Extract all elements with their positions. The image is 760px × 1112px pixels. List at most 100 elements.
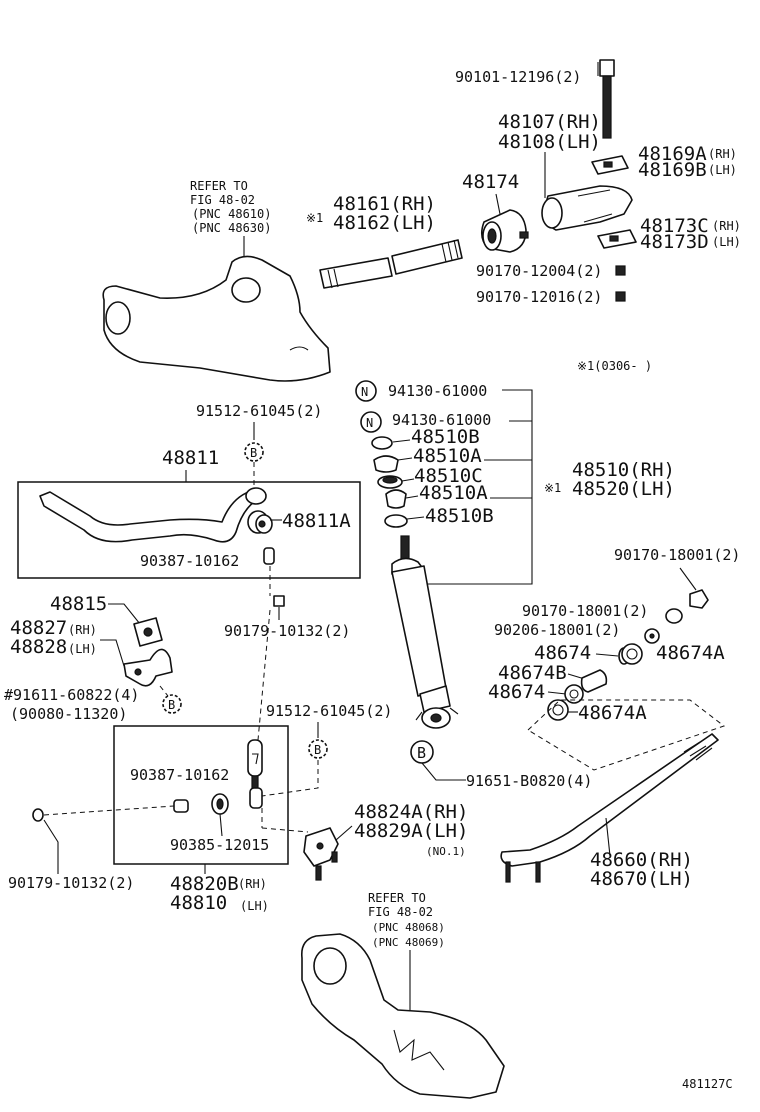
collar-48510c <box>377 475 403 489</box>
label-90385: 90385-12015 <box>170 836 269 854</box>
label-48173d-lh: (LH) <box>712 235 741 249</box>
washer-48510b-bot <box>384 514 408 528</box>
label-48510b-1: 48510B <box>411 426 480 448</box>
label-48670: 48670(LH) <box>590 868 693 890</box>
refer-bot-line3: (PNC 48068) <box>372 921 445 934</box>
label-48510a-2: 48510A <box>419 482 488 504</box>
label-94130-a: 94130-61000 <box>388 382 487 400</box>
label-48820b: 48820B <box>170 873 239 895</box>
nut-90179-bot <box>32 808 44 822</box>
cushion-48674a-1 <box>621 643 643 665</box>
label-48108: 48108(LH) <box>498 131 601 153</box>
nut-94130-a: N <box>355 380 377 402</box>
collar-90387-top <box>263 547 275 565</box>
label-48810-lh: (LH) <box>240 899 269 913</box>
svg-text:B: B <box>417 744 426 762</box>
label-48510b-2: 48510B <box>425 505 494 527</box>
label-90080: (90080-11320) <box>10 705 127 723</box>
bracket-48824a <box>303 827 339 881</box>
label-91512-mid: 91512-61045(2) <box>266 702 392 720</box>
label-48674a-1: 48674A <box>656 642 725 664</box>
label-48169a-rh: (RH) <box>708 147 737 161</box>
label-48811: 48811 <box>162 447 219 469</box>
refer-bot-line4: (PNC 48069) <box>372 936 445 949</box>
label-90170-12016: 90170-12016(2) <box>476 288 602 306</box>
stabilizer-bar-box <box>17 481 361 579</box>
cam-bush-48174 <box>480 209 529 253</box>
label-48828: 48828 <box>10 636 67 658</box>
label-48829a: 48829A(LH) <box>354 820 468 842</box>
nut-90170-12004 <box>615 265 626 276</box>
label-48169a: 48169A <box>638 143 707 165</box>
label-48169b: 48169B <box>638 159 707 181</box>
label-48827: 48827 <box>10 617 67 639</box>
nut-90179-mid <box>273 595 285 607</box>
note-0306: ※1(0306- ) <box>577 359 652 373</box>
label-48828-lh: (LH) <box>68 642 97 656</box>
label-48173d: 48173D <box>640 231 709 253</box>
cushion-48510a-top <box>373 455 399 473</box>
washer-90206 <box>644 628 660 644</box>
label-48811a: 48811A <box>282 510 351 532</box>
label-90170-12004: 90170-12004(2) <box>476 262 602 280</box>
label-91512-top: 91512-61045(2) <box>196 402 322 420</box>
upper-arm <box>102 255 331 382</box>
cushion-48510a-bot <box>385 489 407 509</box>
label-48173c-rh: (RH) <box>712 219 741 233</box>
label-48815: 48815 <box>50 593 107 615</box>
label-48510a-1: 48510A <box>413 445 482 467</box>
bolt-90101 <box>597 59 615 139</box>
lower-arm <box>300 933 505 1099</box>
b-mark-mid: B <box>308 739 328 759</box>
n-mark-a: N <box>361 385 368 399</box>
washer-48510b-top <box>371 436 393 450</box>
label-90206-18001: 90206-18001(2) <box>494 621 620 639</box>
shock-absorber <box>391 535 459 729</box>
label-48827-rh: (RH) <box>68 623 97 637</box>
part-48173 <box>597 229 637 249</box>
label-48674-2: 48674 <box>488 681 545 703</box>
label-90170-18001b: 90170-18001(2) <box>522 602 648 620</box>
label-48674b: 48674B <box>498 662 567 684</box>
label-90101: 90101-12196(2) <box>455 68 581 86</box>
svg-text:B: B <box>314 743 321 757</box>
label-90179-mid: 90179-10132(2) <box>224 622 350 640</box>
b-mark-shock: B <box>410 740 434 764</box>
mark-1: ※1 <box>306 211 323 225</box>
label-48510c: 48510C <box>414 465 483 487</box>
bushing-48811a <box>247 510 273 534</box>
label-48660: 48660(RH) <box>590 849 693 871</box>
stabilizer-link-box <box>113 725 289 865</box>
b-mark-bracket: B <box>162 694 182 714</box>
refer-top-line2: FIG 48-02 <box>190 193 255 207</box>
refer-top-line3: (PNC 48610) <box>192 207 271 221</box>
figure-code: 481127C <box>682 1077 733 1091</box>
cushion-48674a-2 <box>547 699 569 721</box>
stabilizer-link <box>247 739 263 809</box>
strut-bar <box>500 733 719 883</box>
stabilizer-bar <box>39 487 267 543</box>
label-48161: 48161(RH) <box>333 193 436 215</box>
svg-text:B: B <box>250 446 257 460</box>
nut-90170-18001b <box>665 608 683 624</box>
label-48674-1: 48674 <box>534 642 591 664</box>
n-mark-b: N <box>366 416 373 430</box>
refer-top-line4: (PNC 48630) <box>192 221 271 235</box>
bush-48107 <box>541 185 633 231</box>
label-48810: 48810 <box>170 892 227 914</box>
b-mark-top: B <box>244 442 264 462</box>
label-48162: 48162(LH) <box>333 212 436 234</box>
label-94130-b: 94130-61000 <box>392 411 491 429</box>
label-48174: 48174 <box>462 171 519 193</box>
nut-90170-18001 <box>689 589 709 609</box>
label-48169b-lh: (LH) <box>708 163 737 177</box>
label-48824a: 48824A(RH) <box>354 801 468 823</box>
mark-1-shock: ※1 <box>544 481 561 495</box>
collar-90387-box <box>173 799 189 813</box>
refer-bot-line1: REFER TO <box>368 891 426 905</box>
shaft-48161 <box>319 239 463 289</box>
label-90179-bot: 90179-10132(2) <box>8 874 134 892</box>
label-90170-18001: 90170-18001(2) <box>614 546 740 564</box>
label-91651: 91651-B0820(4) <box>466 772 592 790</box>
